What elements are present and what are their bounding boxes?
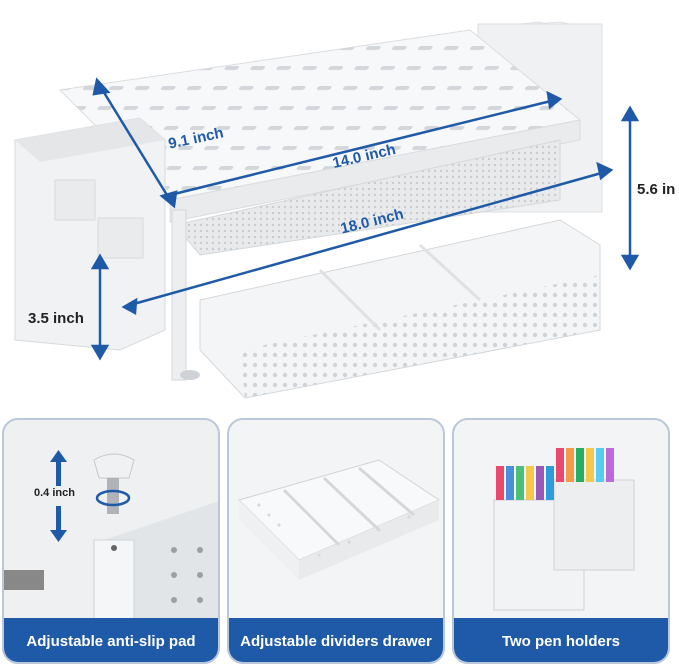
- anti-slip-pad-panel: 0.4 inch Adjustable anti-slip pad: [2, 418, 220, 664]
- dividers-drawer-illustration: [229, 420, 443, 620]
- dividers-drawer-caption: Adjustable dividers drawer: [229, 618, 443, 662]
- height-total-dimension-label: 5.6 in: [637, 181, 676, 198]
- pen-holders-panel: Two pen holders: [452, 418, 670, 664]
- product-hero-image: 9.1 inch 14.0 inch 18.0 inch 5.6 in 3.5 …: [14, 21, 676, 399]
- pen-holders-caption: Two pen holders: [454, 618, 668, 662]
- monitor-stand-illustration: [14, 21, 640, 399]
- anti-slip-pad-illustration: [4, 420, 218, 620]
- anti-slip-pad-caption: Adjustable anti-slip pad: [4, 618, 218, 662]
- pad-height-label: 0.4 inch: [34, 487, 75, 499]
- height-lower-dimension-label: 3.5 inch: [28, 310, 84, 327]
- dividers-drawer-panel: Adjustable dividers drawer: [227, 418, 445, 664]
- pen-holders-illustration: [454, 420, 668, 620]
